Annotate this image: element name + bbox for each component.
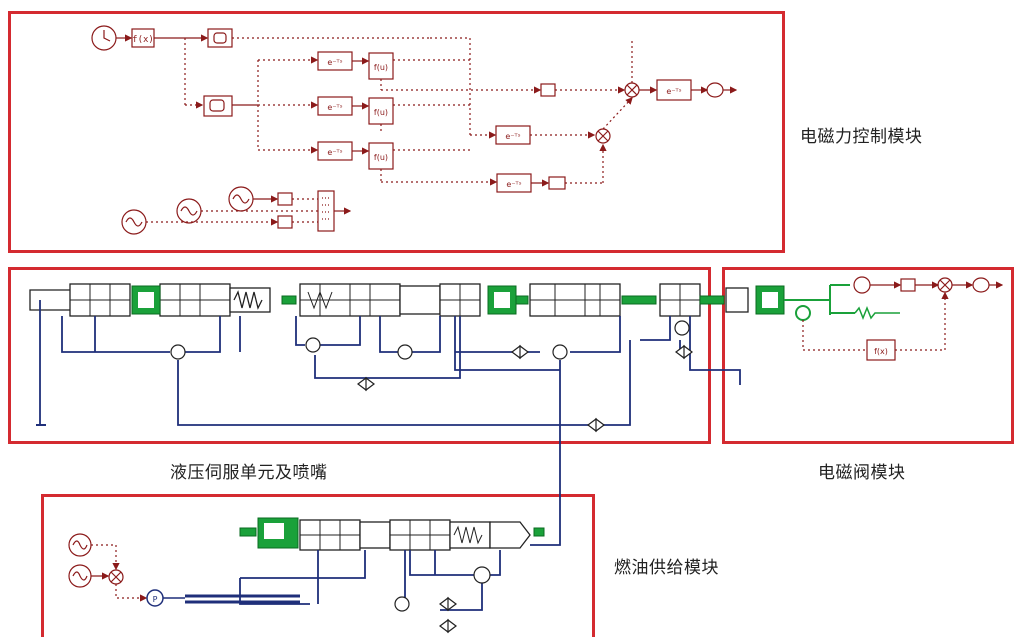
svg-text:f(u): f(u): [374, 108, 388, 117]
spring-damper: [855, 308, 900, 318]
svg-text:f(x): f(x): [132, 35, 154, 45]
mux-block: [318, 191, 334, 231]
svg-text:f(u): f(u): [374, 63, 388, 72]
pump-icon-2: [306, 338, 320, 352]
gain-circle: [854, 277, 870, 293]
gain-block-4: [278, 216, 292, 228]
svg-text:e⁻ᵀˢ: e⁻ᵀˢ: [666, 87, 681, 96]
pump-icon-6: [395, 597, 409, 611]
svg-text:e⁻ᵀˢ: e⁻ᵀˢ: [327, 103, 342, 112]
svg-text:P: P: [153, 595, 158, 604]
module-label-em-force: 电磁力控制模块: [800, 122, 923, 147]
svg-text:e⁻ᵀˢ: e⁻ᵀˢ: [327, 148, 342, 157]
orifice-2: [512, 346, 528, 358]
pump-icon-5: [675, 321, 689, 335]
accumulator-icon: [474, 567, 490, 583]
memory-block-2: [204, 96, 232, 116]
svg-text:e⁻ᵀˢ: e⁻ᵀˢ: [505, 132, 520, 141]
svg-text:e⁻ᵀˢ: e⁻ᵀˢ: [327, 58, 342, 67]
hydraulic-diagram: [30, 284, 784, 545]
fuel-diagram: P: [69, 518, 544, 632]
orifice-3: [588, 419, 604, 431]
module-label-fuel: 燃油供给模块: [614, 553, 719, 578]
gain-block-1: [541, 84, 555, 96]
nozzle-component-2: [490, 522, 530, 548]
svg-text:f(u): f(u): [374, 153, 388, 162]
module-label-hydraulic: 液压伺服单元及喷嘴: [170, 458, 328, 483]
solenoid-diagram: f(x): [784, 277, 1002, 360]
svg-text:e⁻ᵀˢ: e⁻ᵀˢ: [506, 180, 521, 189]
gain-block-3: [278, 193, 292, 205]
module-label-solenoid: 电磁阀模块: [818, 458, 906, 483]
pump-icon-3: [398, 345, 412, 359]
pump-icon-1: [171, 345, 185, 359]
pump-icon-4: [553, 345, 567, 359]
output-port: [707, 83, 723, 97]
em-force-diagram: f(x) e⁻ᵀˢ e⁻ᵀˢ e⁻ᵀˢ f(u) f(u) f(u): [92, 26, 736, 234]
spring-component: [230, 288, 270, 312]
orifice-1: [358, 378, 374, 390]
memory-block: [208, 29, 232, 47]
sensor-icon: [796, 306, 810, 320]
svg-text:f(x): f(x): [874, 347, 888, 356]
gain-block-2: [549, 177, 565, 189]
